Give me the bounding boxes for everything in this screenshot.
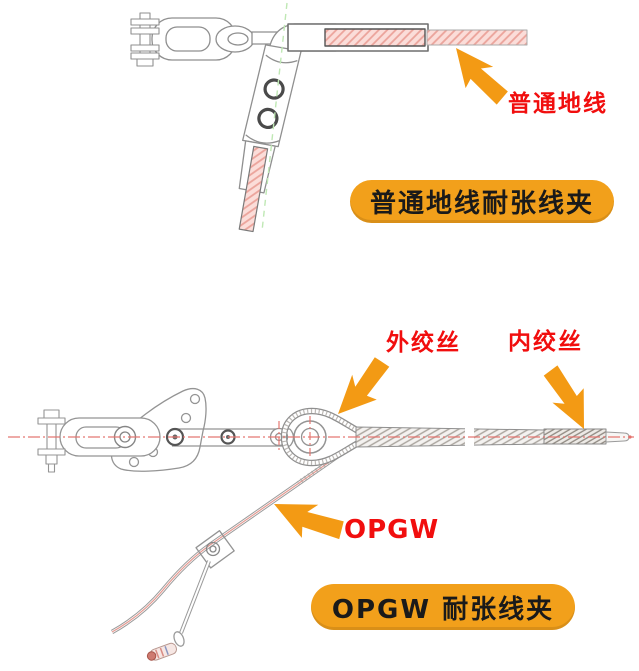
- clamp-arm: [238, 44, 302, 233]
- tube-wire-window: [324, 28, 426, 47]
- badge-opgw-clamp-title: OPGW 耐张线夹: [311, 584, 575, 630]
- plate-hole: [189, 393, 201, 405]
- arm-bolt-hole: [257, 107, 279, 130]
- centerline-green: [261, 2, 288, 232]
- callout-outer-strand: 外绞丝: [386, 330, 461, 356]
- jumper-wire: [238, 145, 269, 233]
- callout-inner-strand: 内绞丝: [508, 329, 583, 355]
- plate-hole: [180, 412, 192, 424]
- outer-strand-loop: [280, 407, 373, 467]
- clevis-slot: [165, 26, 211, 52]
- pointer-arrow-icon-ground-wire: [442, 37, 514, 114]
- cable-clamp: [195, 530, 235, 569]
- centerline-end-dot: [628, 435, 632, 439]
- grounding-end-fitting: [146, 642, 178, 661]
- oval-link-hole: [227, 32, 249, 46]
- pointer-arrow-icon-inner-strand: [538, 359, 600, 437]
- opgw-clamp-drawing: [8, 387, 634, 661]
- callout-ground-wire: 普通地线: [508, 91, 608, 117]
- badge-ordinary-clamp-title: 普通地线耐张线夹: [350, 180, 614, 223]
- ground-wire: [426, 29, 528, 46]
- ordinary-clamp-drawing: [130, 2, 528, 233]
- hanger-rod: [173, 560, 211, 647]
- callout-opgw-cable: OPGW: [344, 515, 440, 545]
- clevis-bolt: [130, 12, 160, 67]
- plate-hole: [128, 456, 140, 468]
- centerline-red: [8, 416, 634, 458]
- arm-bolt-hole: [263, 78, 285, 100]
